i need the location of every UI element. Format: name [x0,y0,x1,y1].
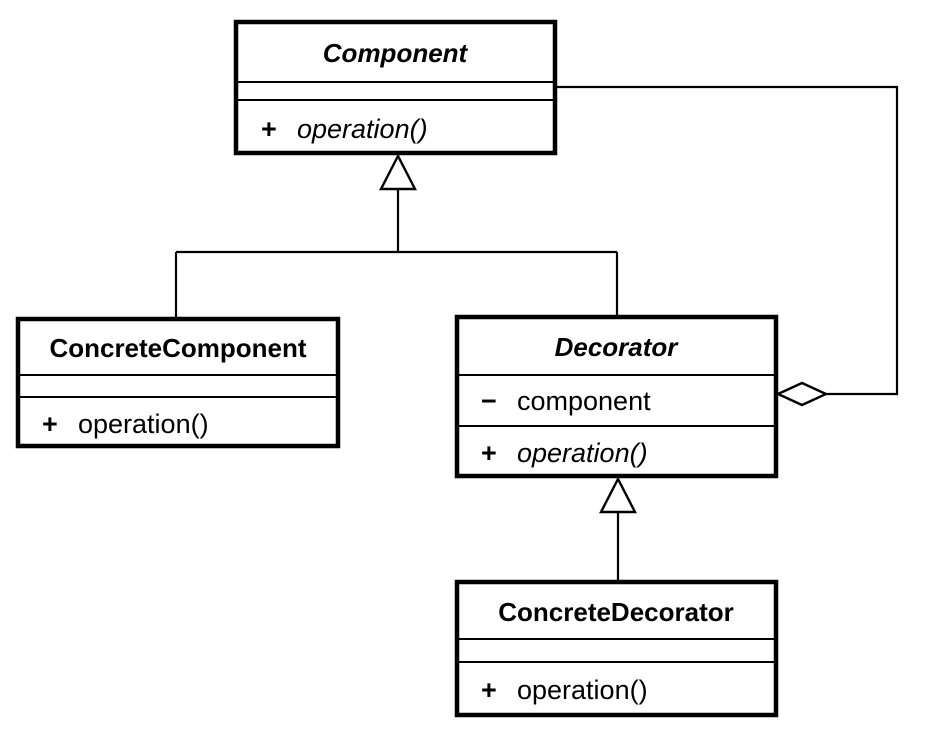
class-box-concrete-decorator: ConcreteDecorator + operation() [454,579,779,718]
class-box-concrete-component: ConcreteComponent + operation() [15,316,341,449]
method-visibility: + [261,114,277,144]
attribute-visibility: − [481,386,497,416]
class-border [15,316,341,449]
generalization-triangle-icon [599,476,637,514]
class-name-concrete-decorator: ConcreteDecorator [498,597,734,627]
class-border [233,19,558,156]
attribute-name: component [517,386,651,416]
method-visibility: + [42,409,58,439]
class-box-component: Component + operation() [233,19,558,156]
method-visibility: + [481,675,497,705]
class-border [454,579,779,718]
method-signature: operation() [297,114,428,144]
class-name-component: Component [323,38,469,68]
aggregation-diamond-icon [775,381,829,407]
method-signature: operation() [517,438,648,468]
method-signature: operation() [517,675,648,705]
generalization-edge-subclasses-to-component [174,160,619,320]
generalization-triangle-icon [379,153,417,191]
class-name-decorator: Decorator [555,332,680,362]
method-signature: operation() [78,409,209,439]
relationship-edges [174,85,899,584]
aggregation-edge-decorator-to-component [557,85,899,396]
method-visibility: + [481,438,497,468]
class-border [454,314,779,479]
class-box-decorator: Decorator − component + operation() [454,314,779,479]
class-name-concrete-component: ConcreteComponent [49,333,306,363]
